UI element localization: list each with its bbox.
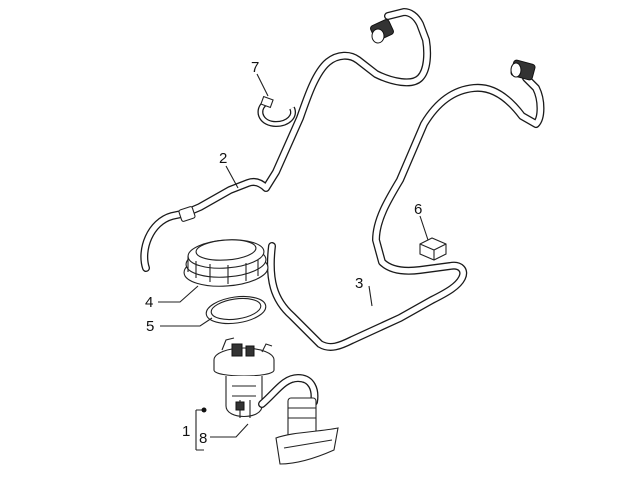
leader-2: [225, 165, 239, 189]
callout-5: 5: [146, 318, 154, 335]
hose-2-top-connector: [370, 19, 394, 44]
leader-5: [160, 317, 213, 327]
bracket-1-dot: [201, 407, 207, 413]
hose-3-top-connector: [510, 59, 536, 81]
callout-6: 6: [414, 201, 422, 218]
leader-7: [256, 73, 269, 97]
leader-8: [210, 423, 249, 438]
leader-6: [419, 215, 429, 241]
callout-3: 3: [355, 275, 363, 292]
hose-clamp-7: [257, 95, 296, 128]
leader-3: [368, 285, 373, 307]
callout-8: 8: [199, 430, 207, 447]
fuel-pump-assembly-8: [213, 337, 339, 465]
leader-4: [158, 285, 199, 303]
hose-sleeve: [178, 206, 196, 222]
fuel-hose-2: [140, 8, 432, 272]
callout-1: 1: [182, 423, 190, 440]
fuel-hose-3: [266, 74, 545, 351]
hose-clip-6: [419, 237, 447, 261]
callout-7: 7: [251, 59, 259, 76]
tank-seal-5: [205, 295, 267, 325]
leader-lines: [158, 73, 429, 451]
tank-lock-ring-4: [183, 239, 269, 287]
callout-labels: 7 2 3 6 4 5 1 8: [145, 59, 422, 447]
callout-2: 2: [219, 150, 227, 167]
callout-4: 4: [145, 294, 153, 311]
